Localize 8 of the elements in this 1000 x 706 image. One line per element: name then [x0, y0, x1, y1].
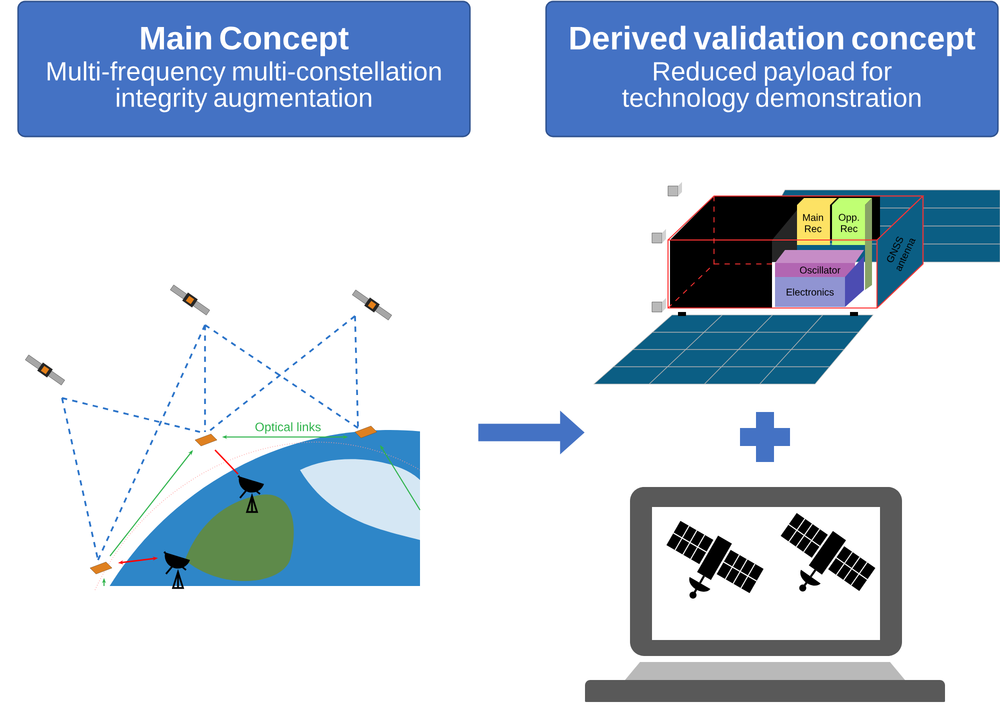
title-box: Derived validation concept Reduced payload for technology demonstration [545, 0, 999, 138]
component-label: Main Rec [803, 214, 824, 232]
component-label: Opp. Rec [838, 214, 859, 232]
link-label: Optical links [255, 422, 321, 434]
title-box: Main Concept Multi-frequency multi-constellation integrity augmentation [17, 0, 471, 138]
component-label: Electronics [786, 288, 834, 296]
component-label: Oscillator [800, 266, 840, 274]
payload-and-simulator-drawing [585, 182, 1000, 702]
